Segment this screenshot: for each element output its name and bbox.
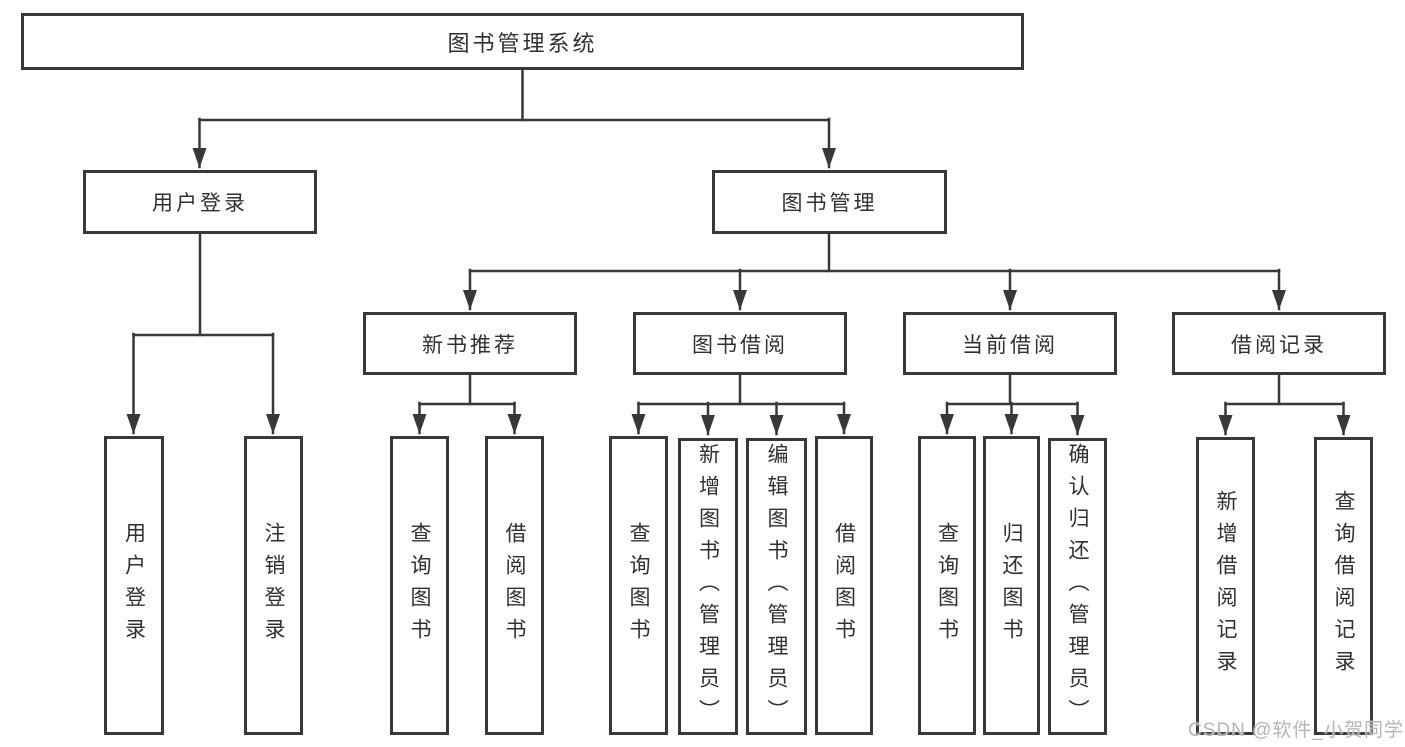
leaf-user-login: 用户登录 — [104, 436, 164, 735]
leaf-return-books: 归还图书 — [983, 436, 1040, 735]
leaf-edit-book-admin: 编辑图书（管理员） — [746, 438, 807, 735]
csdn-watermark: CSDN @软件_小贺同学 — [1188, 720, 1404, 741]
node-library-management-system: 图书管理系统 — [21, 13, 1024, 70]
node-borrow-record: 借阅记录 — [1172, 312, 1386, 375]
leaf-query-borrow-record: 查询借阅记录 — [1314, 437, 1373, 735]
node-current-borrow: 当前借阅 — [903, 312, 1117, 375]
leaf-logout: 注销登录 — [244, 436, 303, 735]
node-book-borrow: 图书借阅 — [633, 312, 847, 375]
leaf-add-borrow-record: 新增借阅记录 — [1196, 437, 1255, 735]
leaf-confirm-return-admin: 确认归还（管理员） — [1048, 438, 1107, 735]
leaf-query-books-borrow: 查询图书 — [609, 436, 668, 735]
node-new-book-recommend: 新书推荐 — [363, 312, 577, 375]
leaf-query-books-current: 查询图书 — [918, 436, 976, 735]
leaf-add-book-admin: 新增图书（管理员） — [678, 438, 738, 735]
node-user-login: 用户登录 — [83, 170, 317, 234]
node-book-management: 图书管理 — [712, 170, 947, 234]
leaf-borrow-books-borrow: 借阅图书 — [815, 436, 873, 735]
leaf-query-books-recommend: 查询图书 — [390, 436, 449, 735]
leaf-borrow-books-recommend: 借阅图书 — [485, 436, 544, 735]
